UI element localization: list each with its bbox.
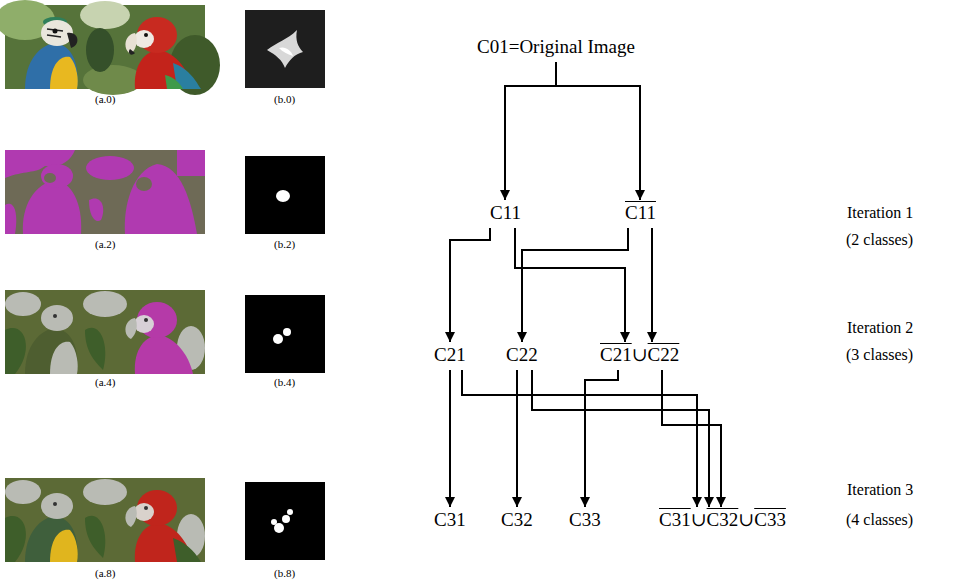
- arrow-connector: [556, 62, 640, 200]
- panel-caption: (b.4): [274, 376, 295, 389]
- class-text: C21∪C22: [600, 344, 679, 365]
- segmentation-2-classes: [5, 150, 205, 234]
- class-text: C31∪C32∪C33: [659, 509, 786, 530]
- text-part: ∪: [738, 509, 754, 530]
- class-text: C33: [569, 509, 601, 530]
- text-part: C32: [707, 509, 739, 530]
- class-label: C31∪C32∪C33: [656, 508, 789, 533]
- iteration-label: Iteration 3: [847, 480, 913, 499]
- iteration-label: Iteration 2: [847, 318, 913, 337]
- panel-caption: (b.0): [274, 93, 295, 106]
- arrow-connector: [522, 228, 628, 342]
- class-text: C01=Original Image: [477, 36, 635, 57]
- class-label: C21∪C22: [597, 343, 682, 368]
- panel-caption: (a.0): [95, 93, 115, 106]
- arrow-connector: [662, 370, 721, 507]
- mask-image: [245, 482, 325, 560]
- iteration-label: (2 classes): [846, 230, 913, 249]
- text-part: C31: [659, 509, 691, 530]
- class-text: C32: [501, 509, 533, 530]
- text-part: C11: [625, 202, 656, 223]
- panel-caption: (a.2): [95, 238, 115, 251]
- mask-image: [245, 156, 325, 234]
- class-label: C22: [503, 343, 541, 368]
- segmentation-3-classes: [5, 290, 205, 374]
- class-text: C22: [506, 344, 538, 365]
- arrow-connector: [651, 228, 653, 342]
- panel-caption: (a.8): [95, 567, 115, 580]
- panel-caption: (a.4): [95, 376, 115, 389]
- text-part: ∪: [691, 509, 707, 530]
- arrow-connector: [532, 370, 709, 507]
- text-part: ∪: [632, 344, 648, 365]
- iteration-label: (3 classes): [846, 345, 913, 364]
- class-text: C11: [625, 202, 656, 223]
- arrow-connector: [505, 62, 556, 200]
- mask-image: [245, 10, 325, 88]
- class-label: C31: [431, 508, 469, 533]
- class-text: C31: [434, 509, 466, 530]
- class-text: C21: [434, 344, 466, 365]
- arrow-connector: [585, 370, 618, 507]
- arrow-connector: [516, 370, 518, 507]
- class-label: C11: [622, 201, 659, 226]
- panel-caption: (b.8): [274, 567, 295, 580]
- text-part: C21: [600, 344, 632, 365]
- panel-caption: (b.2): [274, 238, 295, 251]
- iteration-label: Iteration 1: [847, 203, 913, 222]
- text-part: C33: [754, 509, 786, 530]
- class-text: C11: [490, 202, 521, 223]
- arrow-connector: [515, 228, 625, 342]
- class-label: C32: [498, 508, 536, 533]
- segmentation-4-classes: [5, 478, 205, 562]
- arrow-connector: [450, 228, 490, 342]
- class-label: C21: [431, 343, 469, 368]
- class-label: C01=Original Image: [474, 35, 638, 60]
- class-label: C33: [566, 508, 604, 533]
- parrot-photo: [0, 0, 220, 95]
- arrow-connector: [449, 370, 451, 507]
- mask-image: [245, 295, 325, 373]
- class-label: C11: [487, 201, 524, 226]
- text-part: C22: [648, 344, 680, 365]
- iteration-label: (4 classes): [846, 510, 913, 529]
